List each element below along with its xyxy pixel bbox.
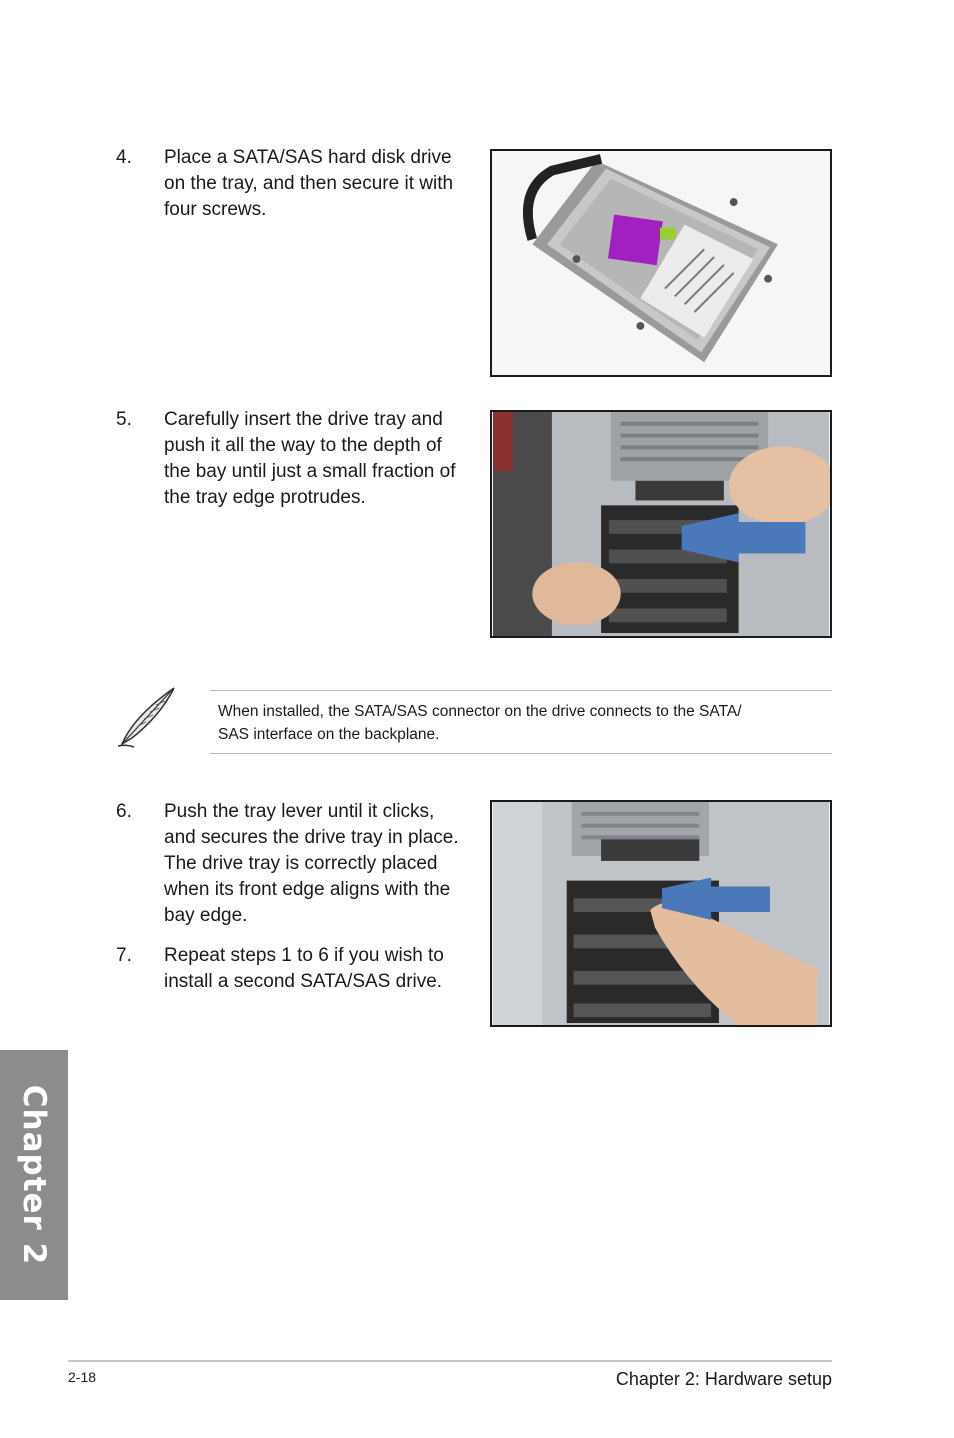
feather-pen-icon: [117, 687, 175, 748]
step-line: Place a SATA/SAS hard disk drive: [164, 147, 452, 168]
step-number: 4.: [116, 147, 132, 168]
step-line: and secures the drive tray in place.: [164, 827, 459, 848]
step-number: 7.: [116, 945, 132, 966]
push-tray-lever-photo: [490, 800, 832, 1027]
step-line: the tray edge protrudes.: [164, 487, 366, 508]
note-line: SAS interface on the backplane.: [218, 726, 440, 743]
step-line: Repeat steps 1 to 6 if you wish to: [164, 945, 444, 966]
note-text: When installed, the SATA/SAS connector o…: [218, 700, 818, 746]
step-line: on the tray, and then secure it with: [164, 173, 454, 194]
step-number: 5.: [116, 409, 132, 430]
insert-drive-tray-photo: [490, 410, 832, 638]
note-bottom-rule: [210, 753, 832, 754]
hard-disk-tray-photo: [490, 149, 832, 377]
step-line: four screws.: [164, 199, 267, 220]
page-number: 2-18: [68, 1369, 97, 1385]
running-title: Chapter 2: Hardware setup: [615, 1369, 832, 1389]
step-text: Repeat steps 1 to 6 if you wish to insta…: [164, 943, 444, 995]
step-line: install a second SATA/SAS drive.: [164, 971, 443, 992]
step-line: push it all the way to the depth of: [164, 435, 442, 456]
step-text: Place a SATA/SAS hard disk drive on the …: [164, 145, 453, 223]
step-line: when its front edge aligns with the: [164, 879, 451, 900]
step-text: Carefully insert the drive tray and push…: [164, 407, 455, 511]
note-line: When installed, the SATA/SAS connector o…: [218, 703, 742, 720]
step-text: Push the tray lever until it clicks, and…: [164, 799, 459, 929]
note-top-rule: [210, 690, 832, 691]
step-line: Push the tray lever until it clicks,: [164, 801, 435, 822]
footer-rule: [68, 1360, 832, 1362]
step-number: 6.: [116, 801, 132, 822]
step-line: Carefully insert the drive tray and: [164, 409, 443, 430]
step-line: The drive tray is correctly placed: [164, 853, 438, 874]
chapter-tab: Chapter 2: [0, 1050, 68, 1300]
chapter-tab-label: Chapter 2: [16, 1084, 52, 1266]
step-line: bay edge.: [164, 905, 248, 926]
step-line: the bay until just a small fraction of: [164, 461, 456, 482]
